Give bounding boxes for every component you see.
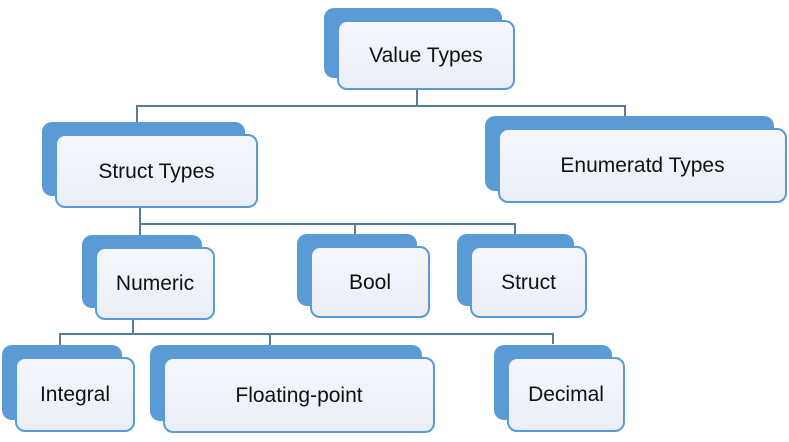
node-label: Integral (39, 383, 111, 406)
node-label: Decimal (528, 383, 604, 406)
node-floating-point: Floating-point (150, 345, 435, 433)
node-box: Decimal (507, 357, 625, 432)
node-box: Floating-point (163, 357, 435, 433)
node-label: Struct Types (98, 159, 215, 183)
node-box: Integral (15, 357, 135, 432)
node-box: Enumeratd Types (498, 128, 787, 203)
node-numeric: Numeric (82, 235, 215, 320)
node-box: Numeric (95, 247, 215, 320)
connector-valuetypes-branch (136, 105, 626, 124)
node-label: Value Types (369, 43, 483, 67)
node-integral: Integral (2, 345, 135, 432)
node-label: Bool (348, 270, 392, 294)
connector-numeric-branch (59, 333, 554, 348)
node-enumeratd-types: Enumeratd Types (485, 116, 787, 203)
node-box: Value Types (337, 20, 515, 90)
node-box: Struct (470, 246, 587, 318)
node-struct-types: Struct Types (42, 122, 258, 208)
node-label: Struct (501, 270, 556, 294)
node-struct: Struct (457, 234, 587, 318)
node-value-types: Value Types (324, 8, 515, 90)
node-bool: Bool (297, 234, 430, 318)
node-label: Enumeratd Types (560, 154, 725, 177)
connector-structtypes-branch (140, 223, 516, 236)
node-decimal: Decimal (494, 345, 625, 432)
node-label: Numeric (115, 272, 195, 295)
node-label: Floating-point (235, 383, 363, 407)
node-box: Struct Types (55, 134, 258, 208)
node-box: Bool (310, 246, 430, 318)
